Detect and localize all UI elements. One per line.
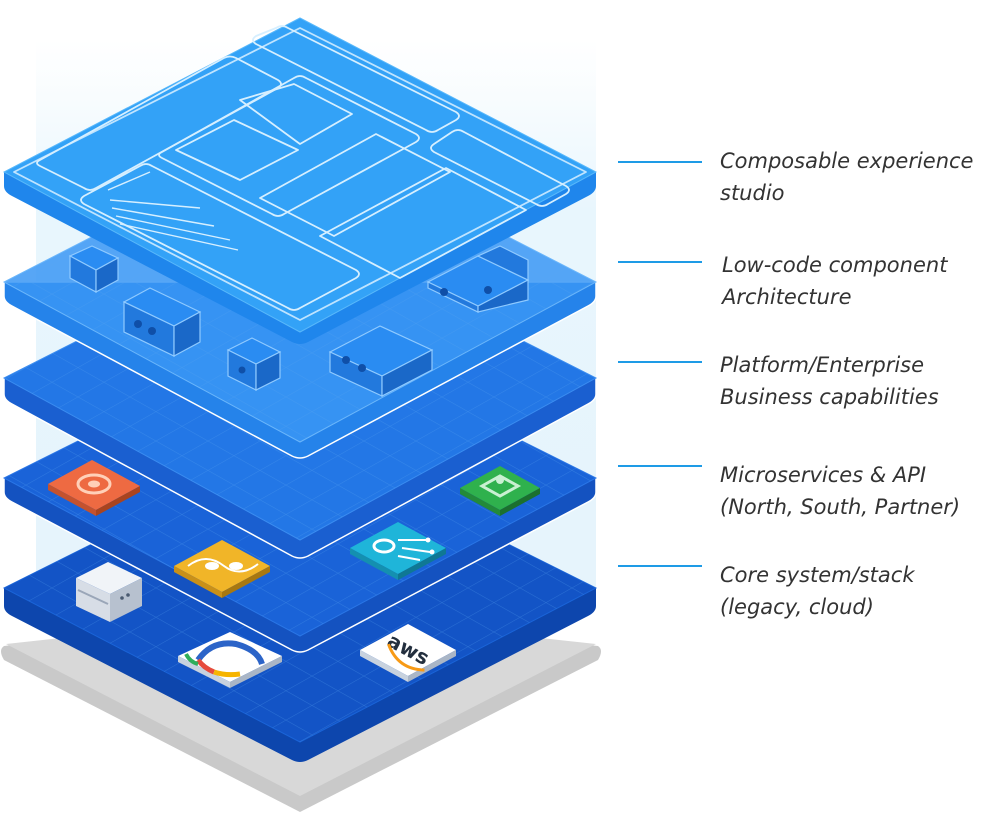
aws-logo: aws: [360, 624, 456, 682]
component-box: [122, 287, 202, 358]
connector-line-microservices: [618, 465, 702, 467]
label-line: studio: [720, 181, 785, 205]
label-line: Business capabilities: [720, 385, 939, 409]
component-box: [328, 325, 434, 397]
label-line: Low-code component: [722, 253, 948, 277]
gear-icon: [48, 460, 140, 516]
connector-line-platform: [618, 361, 702, 363]
plug-icon: [174, 540, 270, 598]
layer-experience: [2, 17, 598, 344]
label-line: (North, South, Partner): [720, 495, 961, 519]
server-icon: [76, 562, 142, 622]
layer-label-component: Low-code component Architecture: [722, 249, 947, 313]
connector-line-core: [618, 565, 702, 567]
component-box: [226, 337, 282, 391]
connector-line-experience: [618, 161, 702, 163]
label-line: Composable experience: [720, 149, 974, 173]
label-line: Architecture: [722, 285, 852, 309]
label-line: (legacy, cloud): [720, 595, 874, 619]
chip-gear-icon: [350, 522, 446, 580]
wireframe-ui: [13, 25, 587, 321]
layer-label-core: Core system/stack (legacy, cloud): [720, 559, 915, 623]
label-line: Platform/Enterprise: [720, 353, 925, 377]
component-box: [68, 245, 120, 294]
puzzle-icon: [460, 466, 540, 516]
component-box: [426, 245, 530, 313]
cloud-ring-icon: [178, 632, 282, 688]
layer-label-microservices: Microservices & API (North, South, Partn…: [720, 459, 960, 523]
layer-label-platform: Platform/Enterprise Business capabilitie…: [720, 349, 939, 413]
connector-line-component: [618, 261, 702, 263]
layer-label-experience: Composable experience studio: [720, 145, 973, 209]
label-line: Core system/stack: [720, 563, 915, 587]
label-line: Microservices & API: [720, 463, 927, 487]
